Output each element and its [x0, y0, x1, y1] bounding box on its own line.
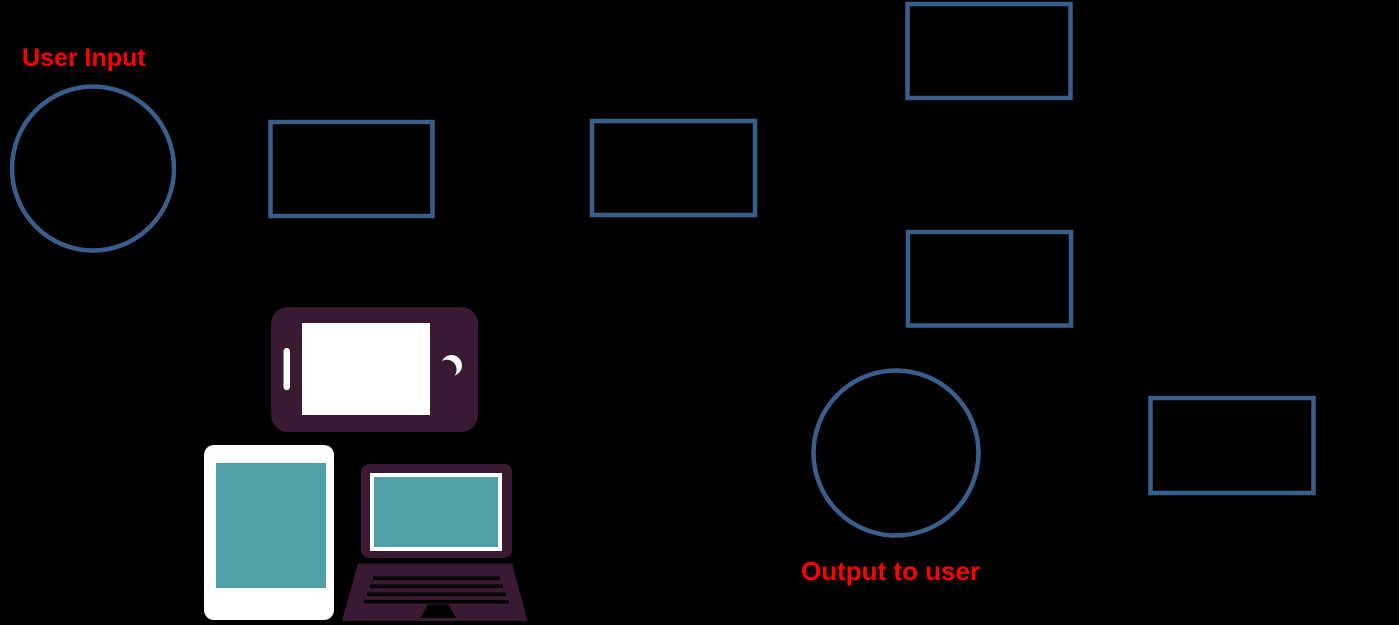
smartphone-icon: [271, 307, 478, 432]
laptop-keyboard-row-1: [373, 576, 500, 581]
laptop-keyboard-row-2: [370, 584, 503, 589]
process-box-1: [268, 119, 435, 219]
tablet-screen: [216, 463, 326, 588]
output-circle: [811, 368, 981, 538]
smartphone-screen: [302, 323, 430, 415]
laptop-keyboard-row-4: [364, 600, 509, 604]
tablet-icon: [204, 445, 334, 620]
smartphone-home-button-cutout: [437, 359, 457, 380]
laptop-trackpad-notch: [420, 604, 456, 618]
process-box-mid-right: [905, 229, 1074, 328]
process-box-top-right: [905, 1, 1073, 101]
smartphone-speaker-bar: [283, 348, 290, 390]
user-input-circle: [9, 84, 177, 253]
user-input-label: User Input: [22, 44, 146, 72]
process-box-2: [589, 118, 758, 218]
output-to-user-label: Output to user: [801, 556, 981, 586]
laptop-icon: [342, 464, 528, 621]
process-box-far-right: [1148, 395, 1316, 496]
laptop-keyboard-row-3: [367, 592, 506, 597]
laptop-screen: [374, 477, 498, 547]
